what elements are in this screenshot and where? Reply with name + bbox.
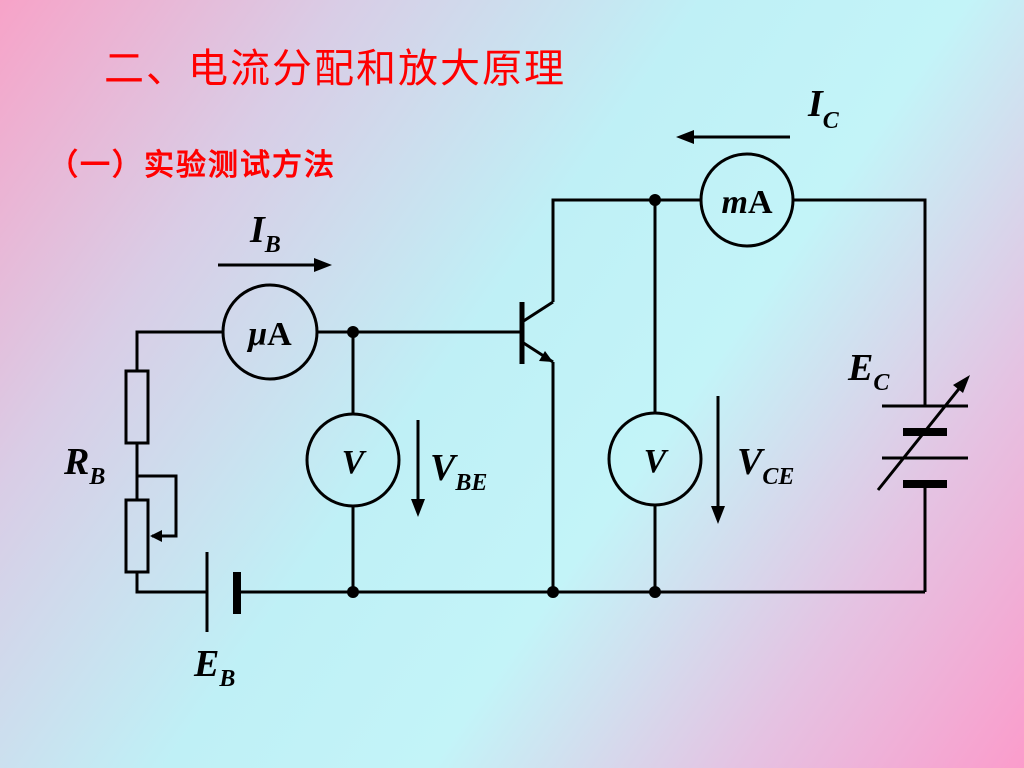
junction-dot <box>347 586 359 598</box>
junction-dot <box>649 194 661 206</box>
transistor-emitter-arrow <box>539 351 553 362</box>
voltmeter-vce <box>607 411 703 507</box>
vbe-arrow-head <box>411 499 425 517</box>
junction-dot <box>649 586 661 598</box>
rb-resistor-fixed <box>124 369 150 445</box>
ib-arrow-head <box>314 258 332 272</box>
label-ib: IB <box>249 209 281 258</box>
label-vce: VCE <box>737 441 794 490</box>
label-eb: EB <box>193 643 235 692</box>
junction-dot <box>347 326 359 338</box>
milliammeter <box>699 152 795 248</box>
ec-variable-arrow-head <box>953 375 970 393</box>
rb-resistor-variable <box>124 498 150 574</box>
pot-wiper-arrow <box>150 530 162 542</box>
section-subtitle: （一）实验测试方法 <box>48 148 336 183</box>
voltmeter-vbe <box>305 412 401 508</box>
label-ic: IC <box>807 83 840 134</box>
voltmeter-vce-label: V <box>644 443 669 480</box>
wire-rb-top <box>135 330 223 371</box>
label-vbe: VBE <box>430 447 487 496</box>
milliammeter-label: mA <box>721 184 772 221</box>
ec-variable-arrow-shaft <box>876 379 968 491</box>
wire-ma-to-ec <box>793 198 927 406</box>
ic-arrow-head <box>676 130 694 144</box>
label-ec: EC <box>847 347 890 396</box>
junction-dot <box>547 586 559 598</box>
transistor-collector <box>521 300 554 324</box>
wire-collector <box>551 198 701 302</box>
label-rb: RB <box>63 441 105 490</box>
page-title: 二、电流分配和放大原理 <box>104 46 566 92</box>
wire-rb-bottom <box>135 572 207 594</box>
pot-wiper <box>137 474 178 538</box>
microammeter <box>221 283 319 381</box>
voltmeter-vbe-label: V <box>342 444 367 481</box>
vce-arrow-head <box>711 506 725 524</box>
microammeter-label: μA <box>246 316 292 353</box>
